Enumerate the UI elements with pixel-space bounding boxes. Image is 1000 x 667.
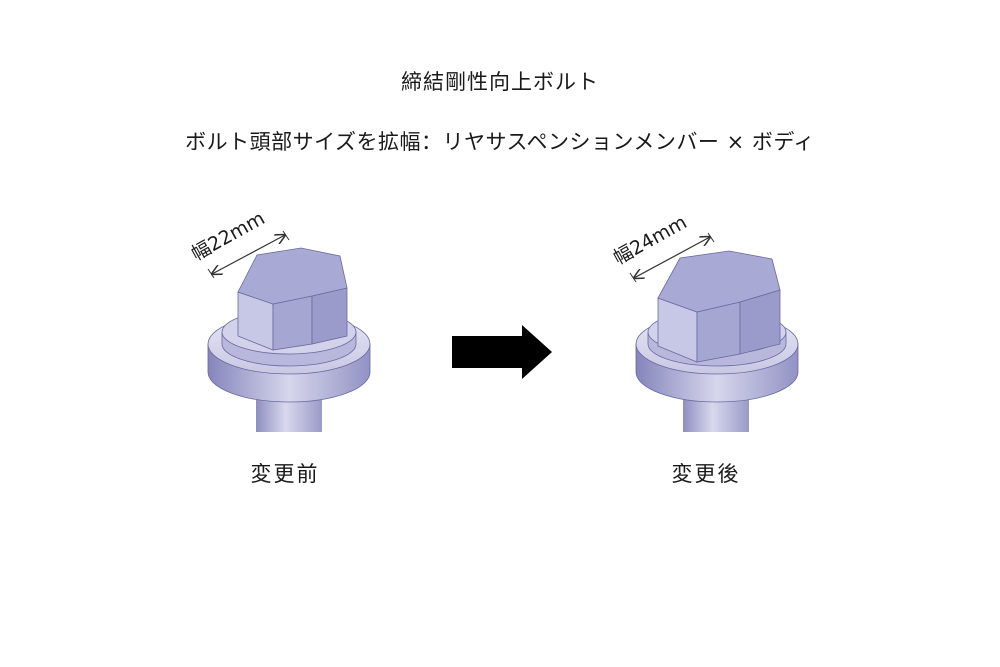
- dimension-line-after: [634, 237, 710, 278]
- change-arrow: [452, 325, 552, 379]
- bolt-after: 幅24mm: [610, 211, 799, 432]
- caption-after: 変更後: [671, 462, 741, 486]
- diagram-title: 締結剛性向上ボルト: [401, 70, 599, 94]
- dimension-line-before: [212, 235, 285, 274]
- diagram-subtitle: ボルト頭部サイズを拡幅：リヤサスペンションメンバー × ボディ: [185, 130, 815, 154]
- bolt-before: 幅22mm: [188, 207, 371, 432]
- caption-before: 変更前: [250, 462, 320, 486]
